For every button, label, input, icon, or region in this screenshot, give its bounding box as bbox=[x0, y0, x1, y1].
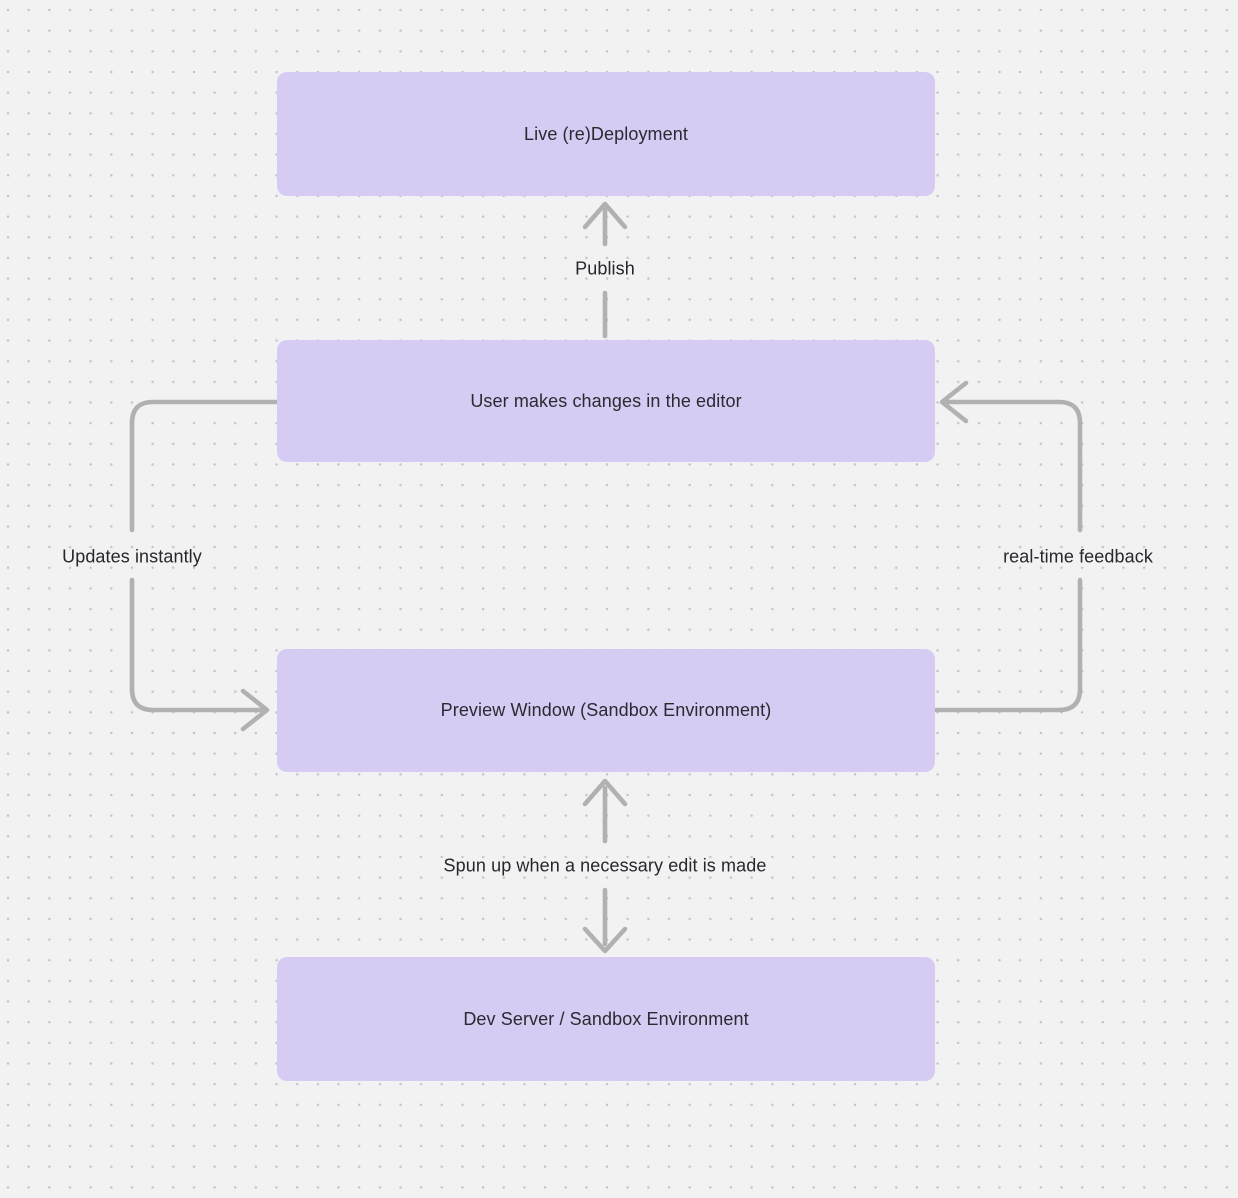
edge-label-updates-instantly[interactable]: Updates instantly bbox=[62, 546, 202, 567]
node-user-changes[interactable]: User makes changes in the editor bbox=[277, 340, 935, 462]
arrowhead-right-icon bbox=[240, 688, 270, 732]
edge-label-publish[interactable]: Publish bbox=[575, 258, 635, 279]
arrow-shaft bbox=[932, 577, 1083, 713]
arrowhead-up-icon bbox=[582, 778, 628, 807]
edge-label-real-time-feedback[interactable]: real-time feedback bbox=[1003, 546, 1153, 567]
node-preview-window[interactable]: Preview Window (Sandbox Environment) bbox=[277, 649, 935, 772]
node-label: Preview Window (Sandbox Environment) bbox=[440, 700, 772, 721]
arrowhead-up-icon bbox=[582, 201, 628, 230]
arrowhead-left-icon bbox=[939, 380, 969, 424]
arrow-publish[interactable] bbox=[582, 201, 628, 339]
node-live-redeployment[interactable]: Live (re)Deployment bbox=[277, 72, 935, 196]
edge-label-spun-up[interactable]: Spun up when a necessary edit is made bbox=[443, 855, 767, 876]
arrow-shaft bbox=[945, 399, 1083, 533]
node-label: Dev Server / Sandbox Environment bbox=[463, 1008, 749, 1029]
node-label: Live (re)Deployment bbox=[524, 123, 688, 144]
arrowhead-down-icon bbox=[582, 926, 628, 954]
arrow-spun-up[interactable] bbox=[582, 778, 628, 954]
arrow-real-time-feedback[interactable] bbox=[932, 380, 1083, 713]
arrow-updates-instantly[interactable] bbox=[129, 399, 280, 732]
arrow-shaft bbox=[129, 399, 280, 533]
arrow-shaft bbox=[129, 577, 264, 713]
node-dev-server[interactable]: Dev Server / Sandbox Environment bbox=[277, 957, 935, 1081]
node-label: User makes changes in the editor bbox=[470, 390, 742, 411]
